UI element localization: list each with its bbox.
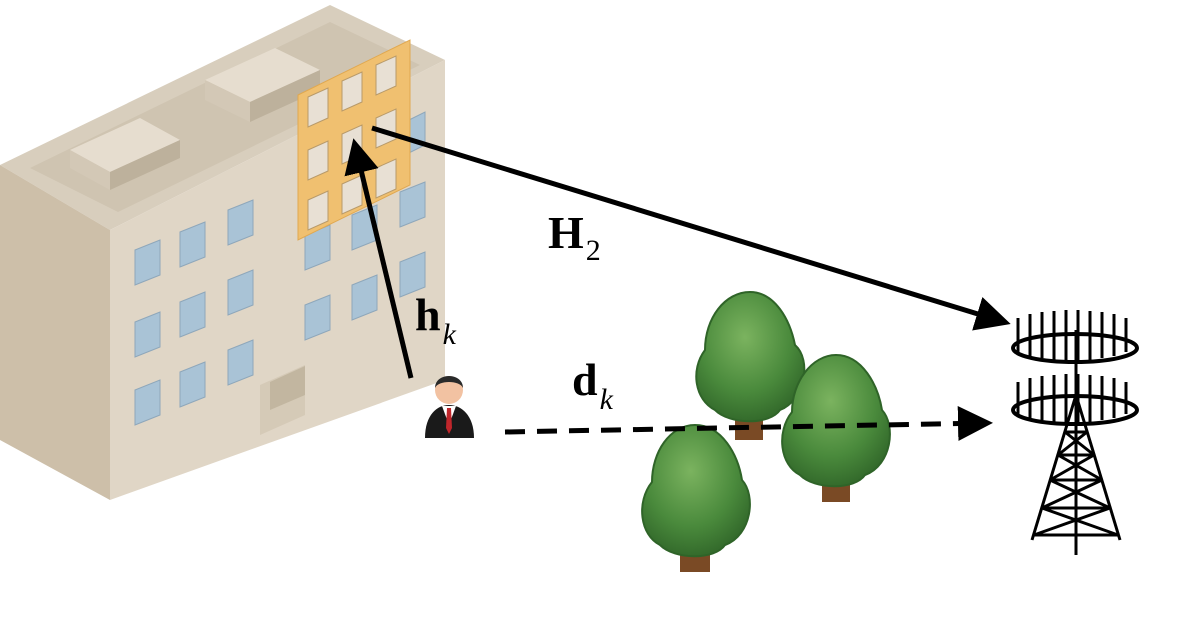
label-hk-main: h: [415, 289, 441, 340]
label-hk-sub: k: [443, 318, 457, 351]
label-H2-main: H: [548, 207, 584, 258]
base-station-icon: [1013, 310, 1137, 555]
label-H2: H2: [548, 207, 601, 267]
tree-foliage: [642, 425, 750, 556]
label-dk-main: d: [572, 354, 598, 405]
label-dk-sub: k: [600, 383, 614, 416]
tree-icon: [642, 425, 750, 572]
lattice-tower: [1032, 395, 1120, 555]
link-H2: [372, 128, 1004, 322]
label-H2-sub: 2: [586, 234, 601, 267]
user-icon: [425, 376, 474, 438]
tree-foliage: [696, 292, 804, 421]
label-dk: dk: [572, 354, 614, 416]
